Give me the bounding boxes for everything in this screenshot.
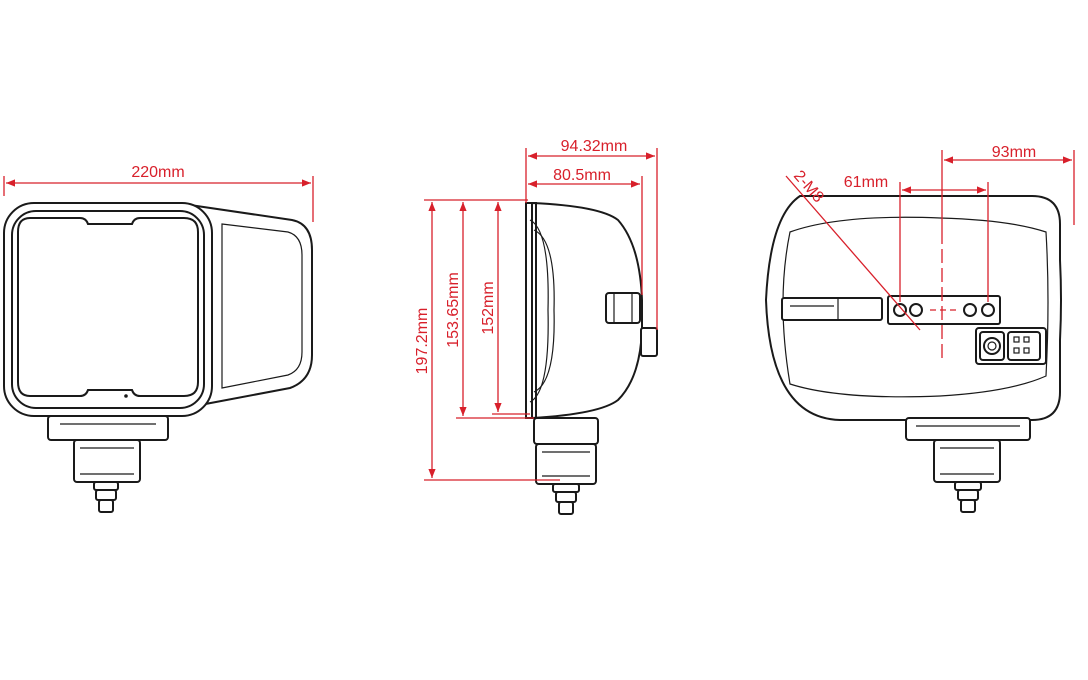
dimension-61: 61mm xyxy=(844,174,989,302)
front-lens-dot xyxy=(124,394,128,398)
side-housing xyxy=(531,201,643,420)
side-view xyxy=(525,201,658,515)
front-bolt xyxy=(98,499,114,513)
side-height-total-label: 197.2mm xyxy=(414,308,431,375)
rear-connector-round xyxy=(983,337,1001,355)
front-mount-plate xyxy=(47,415,169,441)
side-plug xyxy=(640,327,658,357)
rear-hole-4 xyxy=(981,303,995,317)
dimension-152: 152mm xyxy=(480,202,530,415)
side-bolt xyxy=(558,501,574,515)
side-mount-post xyxy=(535,443,597,485)
rear-slot xyxy=(781,297,883,321)
rear-mount-post xyxy=(933,439,1001,483)
front-mount-post xyxy=(73,439,141,483)
dimension-80-5: 80.5mm xyxy=(528,167,643,295)
dimension-93: 93mm xyxy=(941,144,1075,230)
dimension-153-65: 153.65mm xyxy=(445,202,534,419)
rear-hole-spacing-label: 61mm xyxy=(844,174,888,191)
side-connector xyxy=(605,292,641,324)
front-housing-wing xyxy=(188,203,313,407)
rear-bolt xyxy=(960,499,976,513)
front-frame xyxy=(3,202,213,417)
front-view xyxy=(3,202,313,513)
side-depth-total-label: 94.32mm xyxy=(561,138,628,155)
side-depth-body-label: 80.5mm xyxy=(553,167,611,184)
front-side-lens xyxy=(221,223,303,389)
rear-mount-bracket xyxy=(905,417,1031,441)
dimension-94-32: 94.32mm xyxy=(525,138,658,330)
front-lens xyxy=(17,217,199,397)
rear-connector-plug xyxy=(1007,331,1041,361)
side-nut xyxy=(552,483,580,493)
rear-nut xyxy=(954,481,982,491)
dimension-197-2: 197.2mm xyxy=(414,199,560,481)
front-width-label: 220mm xyxy=(131,164,184,181)
side-lens-curve xyxy=(529,219,549,403)
rear-hole-1 xyxy=(893,303,907,317)
front-nut xyxy=(93,481,119,491)
front-frame-inner xyxy=(11,210,205,409)
rear-connector-housing xyxy=(975,327,1047,365)
side-mount-plate xyxy=(533,417,599,445)
rear-housing-inner xyxy=(782,216,1049,398)
side-height-housing-label: 153.65mm xyxy=(445,272,462,348)
dimension-220: 220mm xyxy=(3,164,314,222)
rear-view xyxy=(764,195,1062,513)
side-height-lens-label: 152mm xyxy=(480,281,497,334)
rear-offset-label: 93mm xyxy=(992,144,1036,161)
rear-hole-3 xyxy=(963,303,977,317)
rear-hole-2 xyxy=(909,303,923,317)
